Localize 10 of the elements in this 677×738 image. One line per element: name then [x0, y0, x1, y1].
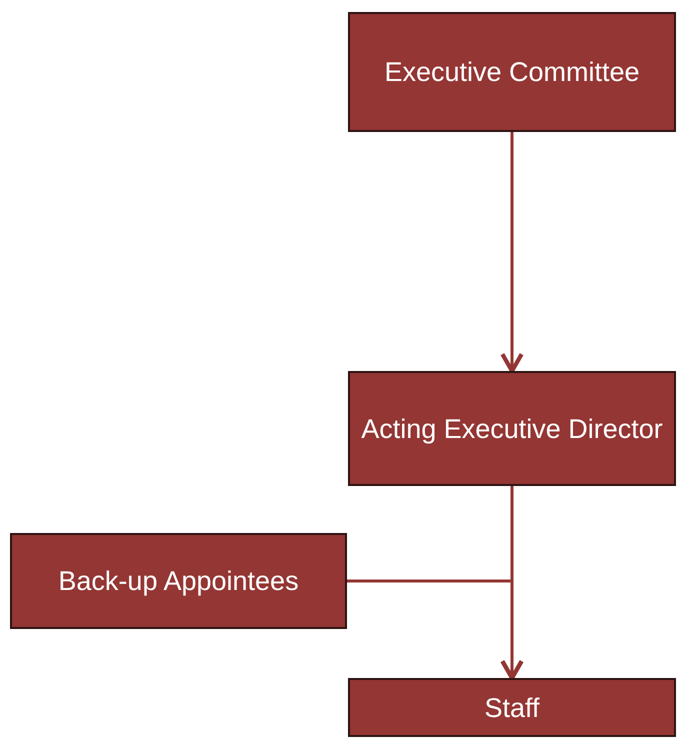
arrow	[347, 580, 524, 680]
org-box	[10, 533, 347, 629]
arrow	[500, 132, 524, 374]
org-box	[348, 678, 676, 737]
org-box	[348, 12, 676, 132]
org-box	[348, 371, 676, 486]
box-label: Back-up Appointees	[58, 565, 299, 598]
box-label: Executive Committee	[384, 56, 640, 89]
box-label: Staff	[484, 692, 540, 724]
box-label: Acting Executive Director	[361, 412, 663, 446]
